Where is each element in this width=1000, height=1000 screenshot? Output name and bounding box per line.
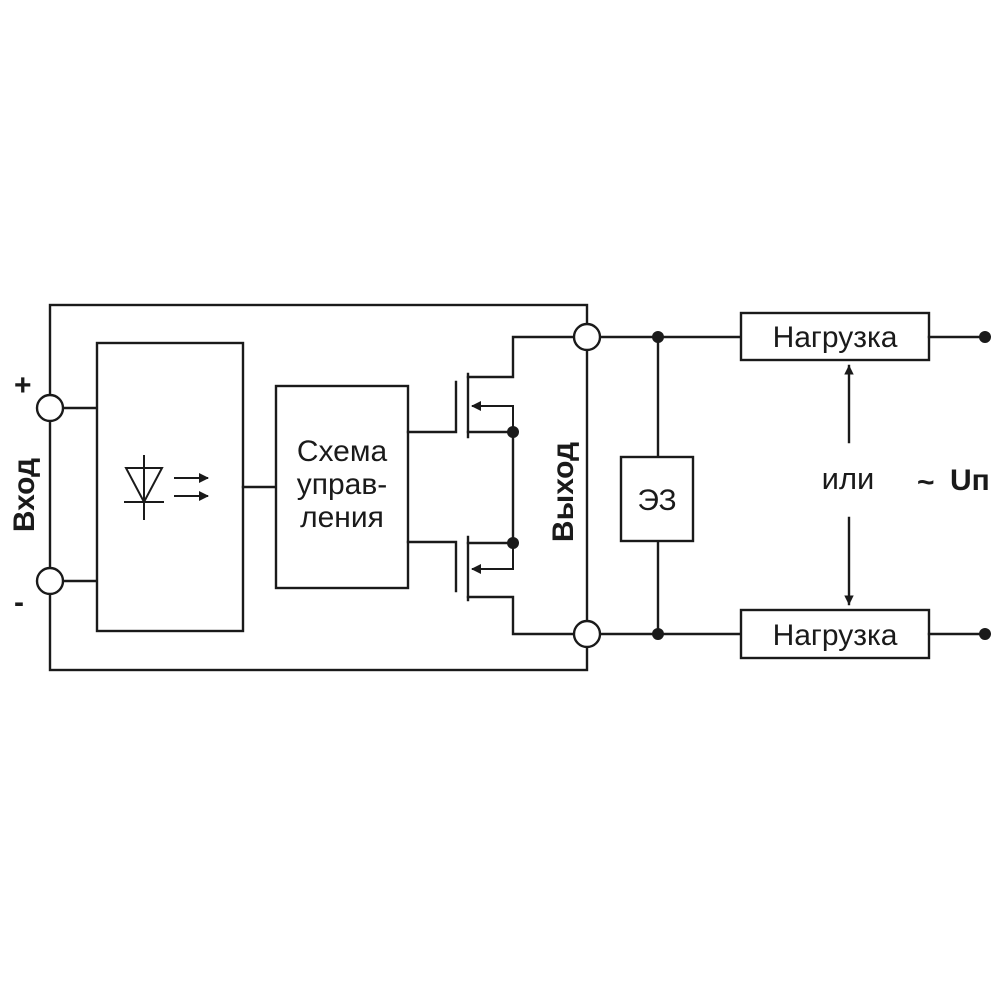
supply-voltage-label: Uп bbox=[950, 464, 990, 497]
junction-protection-top bbox=[652, 331, 664, 343]
input-plus-terminal[interactable] bbox=[35, 393, 65, 423]
control-label-line1: Схема bbox=[297, 435, 388, 468]
input-label: Вход bbox=[8, 458, 41, 532]
mosfet-top-icon bbox=[466, 335, 589, 439]
control-circuit-block bbox=[274, 384, 410, 590]
gate-wire-top bbox=[406, 380, 458, 434]
input-plus-sign: + bbox=[14, 369, 32, 402]
junction-bottom-source bbox=[507, 537, 519, 549]
light-emission-arrows-icon bbox=[174, 473, 209, 501]
led-diode-icon bbox=[124, 455, 164, 520]
junction-top-source bbox=[507, 426, 519, 438]
input-minus-terminal[interactable] bbox=[35, 566, 65, 596]
output-top-terminal[interactable] bbox=[572, 322, 602, 352]
control-label-line2: управ- bbox=[297, 468, 388, 501]
or-label: или bbox=[822, 461, 875, 496]
relay-enclosure bbox=[48, 303, 589, 672]
supply-bottom-terminal[interactable] bbox=[979, 628, 991, 640]
control-label-line3: ления bbox=[300, 501, 384, 534]
protection-element-box bbox=[619, 455, 695, 543]
junction-protection-bottom bbox=[652, 628, 664, 640]
optocoupler-block bbox=[95, 341, 245, 633]
load-bottom-label: Нагрузка bbox=[773, 619, 898, 652]
mosfet-bottom-icon bbox=[466, 535, 589, 636]
output-bottom-terminal[interactable] bbox=[572, 619, 602, 649]
gate-wire-bottom bbox=[406, 540, 458, 593]
input-minus-sign: - bbox=[14, 586, 24, 619]
output-label: Выход bbox=[547, 442, 580, 542]
supply-top-terminal[interactable] bbox=[979, 331, 991, 343]
ac-supply-symbol: ~ bbox=[917, 466, 935, 499]
load-top-label: Нагрузка bbox=[773, 321, 898, 354]
protection-element-label: ЭЗ bbox=[637, 484, 676, 517]
